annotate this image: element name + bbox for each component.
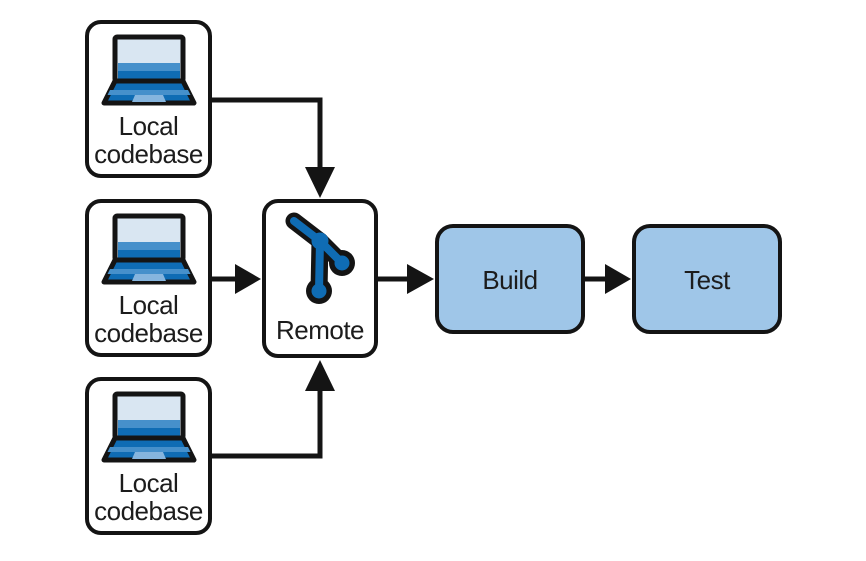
- arrow-build-to-test: [579, 264, 631, 294]
- laptop-base-stripe: [107, 90, 190, 95]
- arrow-local3-to-remote: [209, 360, 335, 459]
- laptop-icon: [101, 34, 196, 106]
- laptop-touchpad: [131, 95, 166, 102]
- node-remote: Remote: [262, 199, 378, 358]
- commit-node: [334, 255, 349, 271]
- laptop-screen-band-mid: [117, 420, 180, 428]
- arrow-head: [407, 264, 434, 294]
- arrow-line: [209, 391, 323, 459]
- laptop-touchpad: [131, 452, 166, 459]
- node-label: Build: [482, 265, 538, 295]
- git-branch-icon: [285, 212, 355, 304]
- laptop-screen-band-mid: [117, 242, 180, 250]
- commit-node: [311, 283, 326, 299]
- arrow-head: [605, 264, 631, 294]
- node-label: Local codebase: [94, 290, 203, 348]
- arrow-local2-to-remote: [209, 264, 261, 294]
- laptop-icon: [101, 213, 196, 285]
- laptop-screen-band-dark: [117, 71, 180, 79]
- node-test: Test: [632, 224, 782, 334]
- laptop-base-stripe: [107, 269, 190, 274]
- arrow-head: [305, 360, 335, 391]
- commit-node: [311, 232, 328, 250]
- arrow-head: [235, 264, 261, 294]
- node-local-codebase-2: Local codebase: [85, 199, 212, 357]
- laptop-touchpad: [131, 274, 166, 281]
- node-label: Local codebase: [94, 111, 203, 169]
- arrow-line: [209, 97, 323, 170]
- laptop-base-stripe: [107, 447, 190, 452]
- arrow-head: [305, 167, 335, 198]
- node-build: Build: [435, 224, 585, 334]
- node-local-codebase-1: Local codebase: [85, 20, 212, 178]
- laptop-screen-band-mid: [117, 63, 180, 71]
- laptop-screen-band-dark: [117, 250, 180, 258]
- arrow-local1-to-remote: [209, 97, 335, 198]
- node-label: Test: [684, 265, 730, 295]
- node-label: Remote: [275, 315, 365, 345]
- node-label: Local codebase: [94, 468, 203, 526]
- node-local-codebase-3: Local codebase: [85, 377, 212, 535]
- laptop-icon: [101, 391, 196, 463]
- arrow-remote-to-build: [374, 264, 434, 294]
- laptop-screen-band-dark: [117, 428, 180, 436]
